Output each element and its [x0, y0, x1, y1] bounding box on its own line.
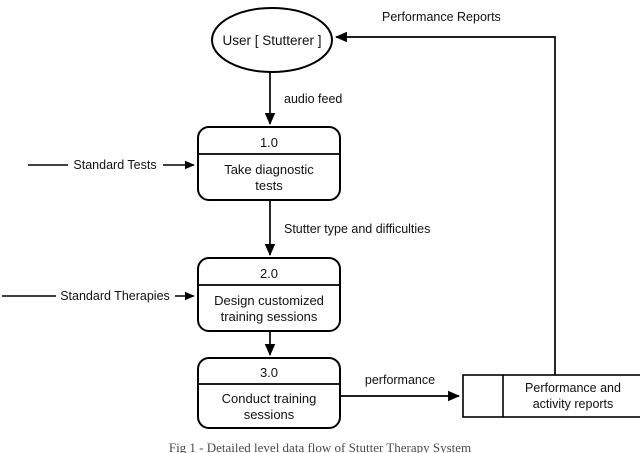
- process-1-box: [197, 126, 341, 201]
- flow-audio-feed: audio feed: [264, 72, 342, 125]
- data-store-label-line2: activity reports: [533, 397, 614, 411]
- process-1-name-line2: tests: [255, 178, 283, 193]
- data-store-label-line1: Performance and: [525, 381, 621, 395]
- flow-standard-tests: Standard Tests: [28, 158, 195, 172]
- flow-standard-therapies: Standard Therapies: [2, 289, 195, 303]
- process-2-name-line1: Design customized: [214, 293, 324, 308]
- performance-reports-label: Performance Reports: [382, 10, 501, 24]
- process-2-box: [197, 257, 341, 332]
- process-3-number: 3.0: [260, 365, 278, 380]
- performance-label: performance: [365, 373, 435, 387]
- flow-performance: performance: [340, 373, 460, 402]
- flow-performance-reports: Performance Reports: [335, 10, 556, 375]
- process-2[interactable]: 2.0 Design customized training sessions: [197, 257, 341, 332]
- performance-reports-line: [335, 31, 556, 375]
- figure-caption: Fig 1 - Detailed level data flow of Stut…: [169, 440, 471, 453]
- process-3-name-line1: Conduct training: [222, 391, 317, 406]
- flow-stutter-type: Stutter type and difficulties: [264, 200, 430, 256]
- audio-feed-label: audio feed: [284, 92, 342, 106]
- standard-therapies-label: Standard Therapies: [60, 289, 170, 303]
- data-store-performance-reports[interactable]: Performance and activity reports: [462, 374, 640, 418]
- standard-tests-label: Standard Tests: [73, 158, 156, 172]
- entity-label: User [ Stutterer ]: [222, 33, 321, 48]
- entity-ellipse: [211, 7, 333, 73]
- process-3[interactable]: 3.0 Conduct training sessions: [197, 357, 341, 429]
- data-store-box: [462, 374, 640, 418]
- stutter-type-label: Stutter type and difficulties: [284, 222, 430, 236]
- process-2-name-line2: training sessions: [221, 309, 318, 324]
- process-1-name-line1: Take diagnostic: [224, 162, 314, 177]
- external-entity-user[interactable]: User [ Stutterer ]: [211, 7, 333, 73]
- process-3-name-line2: sessions: [244, 407, 295, 422]
- process-3-box: [197, 357, 341, 429]
- process-1[interactable]: 1.0 Take diagnostic tests: [197, 126, 341, 201]
- process-1-number: 1.0: [260, 135, 278, 150]
- process-2-number: 2.0: [260, 266, 278, 281]
